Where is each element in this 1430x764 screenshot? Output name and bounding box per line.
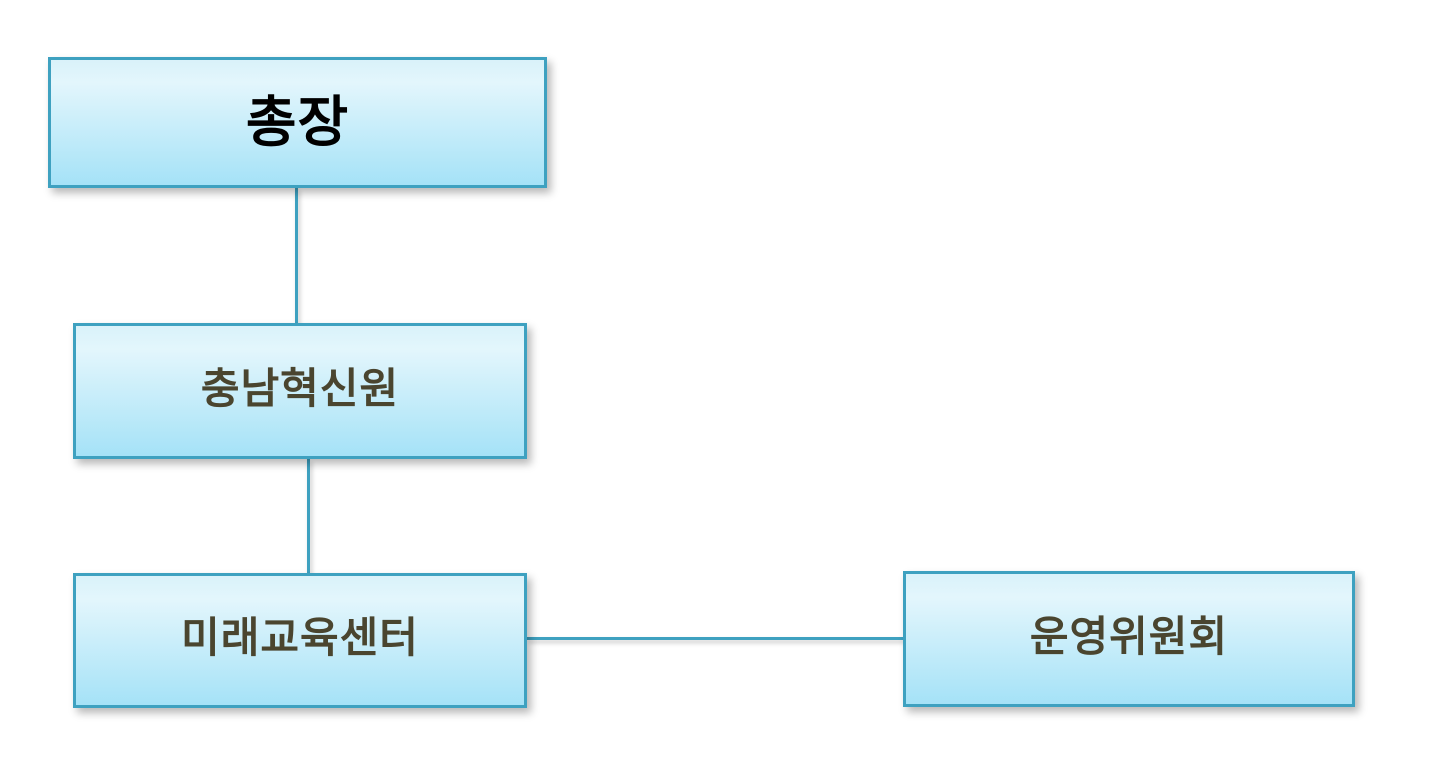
org-node-president: 총장 (48, 57, 547, 188)
org-node-steering-committee: 운영위원회 (903, 571, 1355, 707)
org-node-president-label: 총장 (245, 90, 350, 153)
org-node-chungnam-innovation-institute-label: 충남혁신원 (200, 364, 400, 412)
org-node-steering-committee-label: 운영위원회 (1029, 612, 1229, 660)
connector-president-to-innovation (295, 188, 298, 323)
org-node-future-education-center: 미래교육센터 (73, 573, 527, 708)
connector-future-education-to-steering-committee (527, 637, 903, 640)
connector-innovation-to-future-education (307, 459, 310, 573)
org-node-future-education-center-label: 미래교육센터 (181, 614, 419, 661)
org-node-chungnam-innovation-institute: 충남혁신원 (73, 323, 527, 459)
